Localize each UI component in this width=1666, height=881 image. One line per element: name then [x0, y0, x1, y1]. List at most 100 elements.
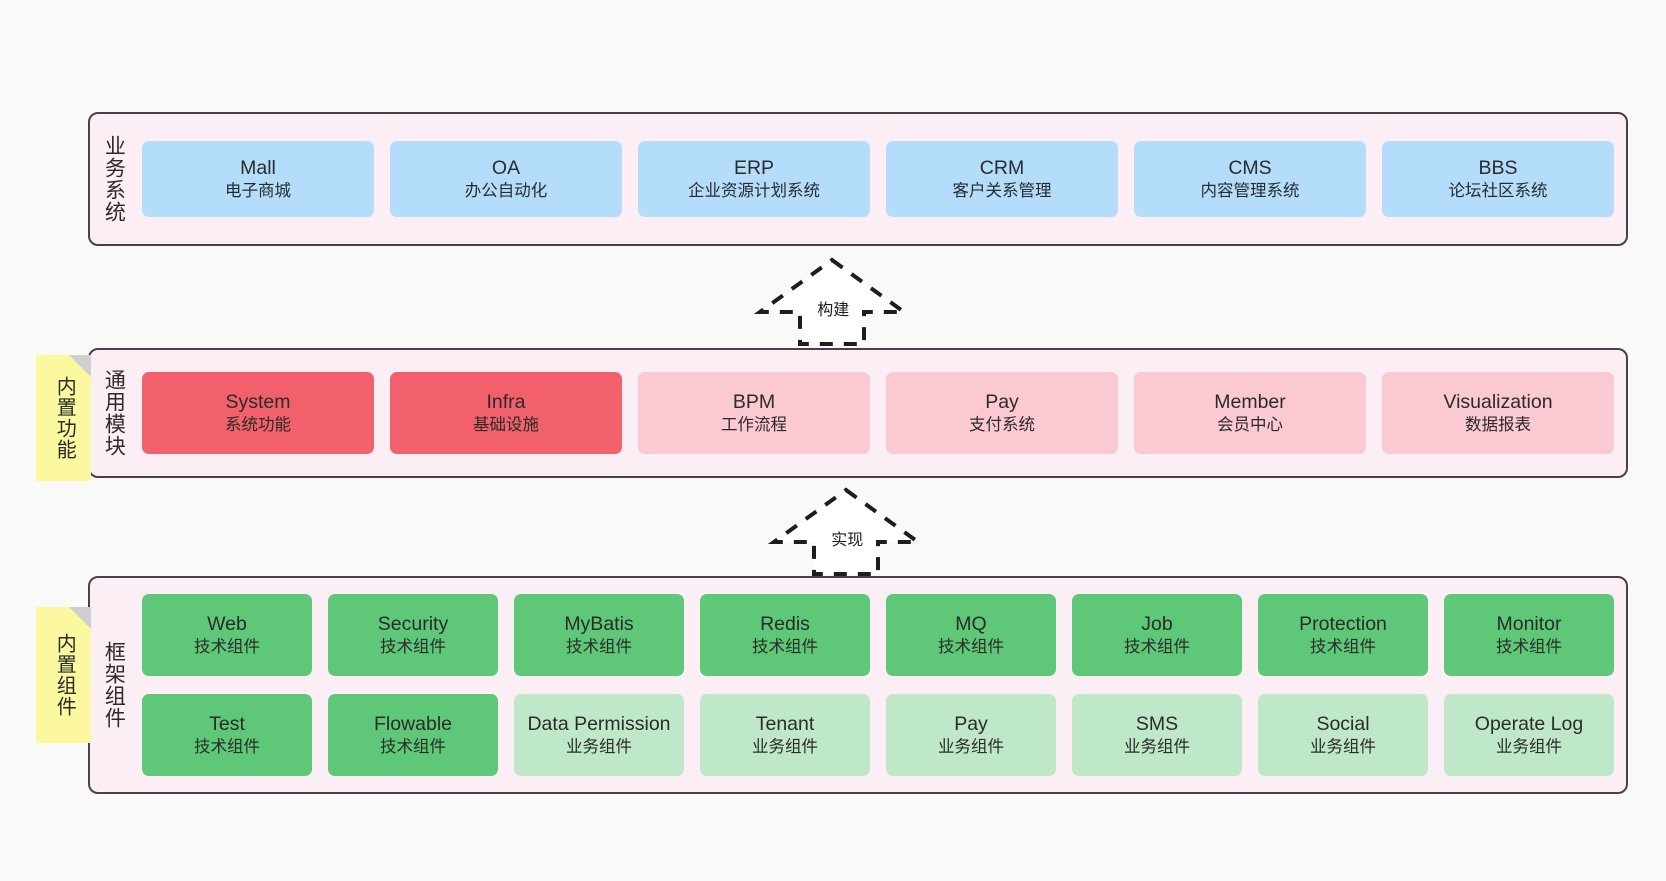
- card-title: Social: [1316, 712, 1370, 735]
- card-operate-log[interactable]: Operate Log 业务组件: [1444, 694, 1614, 776]
- card-monitor[interactable]: Monitor 技术组件: [1444, 594, 1614, 676]
- card-title: MQ: [955, 612, 987, 635]
- card-subtitle: 业务组件: [1496, 737, 1562, 756]
- card-redis[interactable]: Redis 技术组件: [700, 594, 870, 676]
- card-subtitle: 技术组件: [752, 637, 818, 656]
- card-subtitle: 技术组件: [194, 637, 260, 656]
- folded-corner-icon: [69, 607, 91, 629]
- card-data-permission[interactable]: Data Permission 业务组件: [514, 694, 684, 776]
- card-web[interactable]: Web 技术组件: [142, 594, 312, 676]
- card-subtitle: 系统功能: [225, 415, 291, 434]
- card-title: Operate Log: [1474, 712, 1584, 735]
- card-title: Mall: [240, 156, 276, 179]
- card-subtitle: 技术组件: [380, 737, 446, 756]
- card-subtitle: 论坛社区系统: [1448, 181, 1548, 200]
- card-subtitle: 技术组件: [194, 737, 260, 756]
- card-social[interactable]: Social 业务组件: [1258, 694, 1428, 776]
- card-erp[interactable]: ERP 企业资源计划系统: [638, 141, 870, 217]
- card-mybatis[interactable]: MyBatis 技术组件: [514, 594, 684, 676]
- arrow-label-build: 构建: [817, 302, 850, 319]
- card-subtitle: 工作流程: [721, 415, 787, 434]
- card-title: Job: [1141, 612, 1173, 635]
- card-title: Flowable: [373, 712, 453, 735]
- card-row: Test 技术组件 Flowable 技术组件 Data Permission …: [142, 694, 1614, 776]
- layer-business-system: 业务系统 Mall 电子商城 OA 办公自动化 ERP 企业资源计划系统 CRM…: [88, 112, 1628, 246]
- card-title: Member: [1214, 390, 1286, 413]
- card-subtitle: 业务组件: [752, 737, 818, 756]
- card-protection[interactable]: Protection 技术组件: [1258, 594, 1428, 676]
- card-subtitle: 业务组件: [1124, 737, 1190, 756]
- note-label: 内置功能: [53, 376, 76, 460]
- card-subtitle: 技术组件: [380, 637, 446, 656]
- card-subtitle: 业务组件: [566, 737, 632, 756]
- dashed-up-arrow-icon: [753, 257, 911, 346]
- card-subtitle: 业务组件: [938, 737, 1004, 756]
- card-bbs[interactable]: BBS 论坛社区系统: [1382, 141, 1614, 217]
- card-title: Data Permission: [527, 712, 671, 735]
- layer-common-modules: 通用模块 System 系统功能 Infra 基础设施 BPM 工作流程 Pay…: [88, 348, 1628, 478]
- card-mall[interactable]: Mall 电子商城: [142, 141, 374, 217]
- card-title: SMS: [1135, 712, 1179, 735]
- card-member[interactable]: Member 会员中心: [1134, 372, 1366, 454]
- card-row: Mall 电子商城 OA 办公自动化 ERP 企业资源计划系统 CRM 客户关系…: [142, 141, 1614, 217]
- card-system[interactable]: System 系统功能: [142, 372, 374, 454]
- card-sms[interactable]: SMS 业务组件: [1072, 694, 1242, 776]
- arrow-realize: 实现: [766, 486, 926, 578]
- card-bpm[interactable]: BPM 工作流程: [638, 372, 870, 454]
- layer-body-business-system: Mall 电子商城 OA 办公自动化 ERP 企业资源计划系统 CRM 客户关系…: [136, 114, 1626, 244]
- card-pay[interactable]: Pay 支付系统: [886, 372, 1118, 454]
- card-subtitle: 技术组件: [1496, 637, 1562, 656]
- card-tenant[interactable]: Tenant 业务组件: [700, 694, 870, 776]
- card-mq[interactable]: MQ 技术组件: [886, 594, 1056, 676]
- card-subtitle: 会员中心: [1217, 415, 1283, 434]
- card-title: ERP: [733, 156, 775, 179]
- arrow-build: 构建: [752, 256, 912, 348]
- note-label: 内置组件: [53, 633, 76, 717]
- card-title: Pay: [985, 390, 1019, 413]
- card-subtitle: 技术组件: [566, 637, 632, 656]
- card-subtitle: 技术组件: [1310, 637, 1376, 656]
- layer-title-common-modules: 通用模块: [102, 369, 126, 457]
- card-visualization[interactable]: Visualization 数据报表: [1382, 372, 1614, 454]
- card-flowable[interactable]: Flowable 技术组件: [328, 694, 498, 776]
- card-crm[interactable]: CRM 客户关系管理: [886, 141, 1118, 217]
- layer-framework-components: 框架组件 Web 技术组件 Security 技术组件 MyBatis 技术组件…: [88, 576, 1628, 794]
- card-title: Security: [377, 612, 449, 635]
- card-subtitle: 内容管理系统: [1200, 181, 1300, 200]
- card-title: OA: [491, 156, 521, 179]
- card-title: Pay: [954, 712, 988, 735]
- layer-body-common-modules: System 系统功能 Infra 基础设施 BPM 工作流程 Pay 支付系统…: [136, 350, 1626, 476]
- card-title: BBS: [1478, 156, 1518, 179]
- card-title: Tenant: [755, 712, 815, 735]
- card-subtitle: 数据报表: [1465, 415, 1531, 434]
- card-title: Protection: [1299, 612, 1387, 635]
- layer-body-framework-components: Web 技术组件 Security 技术组件 MyBatis 技术组件 Redi…: [136, 578, 1626, 792]
- card-subtitle: 基础设施: [473, 415, 539, 434]
- card-pay-business[interactable]: Pay 业务组件: [886, 694, 1056, 776]
- card-title: Web: [207, 612, 247, 635]
- card-subtitle: 支付系统: [969, 415, 1035, 434]
- card-title: CMS: [1228, 156, 1272, 179]
- card-title: Visualization: [1443, 390, 1553, 413]
- card-security[interactable]: Security 技术组件: [328, 594, 498, 676]
- card-subtitle: 客户关系管理: [952, 181, 1052, 200]
- card-test[interactable]: Test 技术组件: [142, 694, 312, 776]
- card-title: Monitor: [1496, 612, 1562, 635]
- note-builtin-function: 内置功能: [36, 355, 91, 481]
- card-subtitle: 技术组件: [1124, 637, 1190, 656]
- card-title: BPM: [732, 390, 776, 413]
- folded-corner-icon: [69, 355, 91, 377]
- arrow-label-realize: 实现: [831, 532, 864, 549]
- card-row: System 系统功能 Infra 基础设施 BPM 工作流程 Pay 支付系统…: [142, 372, 1614, 454]
- card-title: System: [225, 390, 291, 413]
- layer-title-business-system: 业务系统: [102, 135, 126, 223]
- card-subtitle: 办公自动化: [464, 181, 548, 200]
- card-job[interactable]: Job 技术组件: [1072, 594, 1242, 676]
- card-subtitle: 技术组件: [938, 637, 1004, 656]
- card-cms[interactable]: CMS 内容管理系统: [1134, 141, 1366, 217]
- card-oa[interactable]: OA 办公自动化: [390, 141, 622, 217]
- card-subtitle: 电子商城: [225, 181, 291, 200]
- card-title: CRM: [979, 156, 1025, 179]
- card-infra[interactable]: Infra 基础设施: [390, 372, 622, 454]
